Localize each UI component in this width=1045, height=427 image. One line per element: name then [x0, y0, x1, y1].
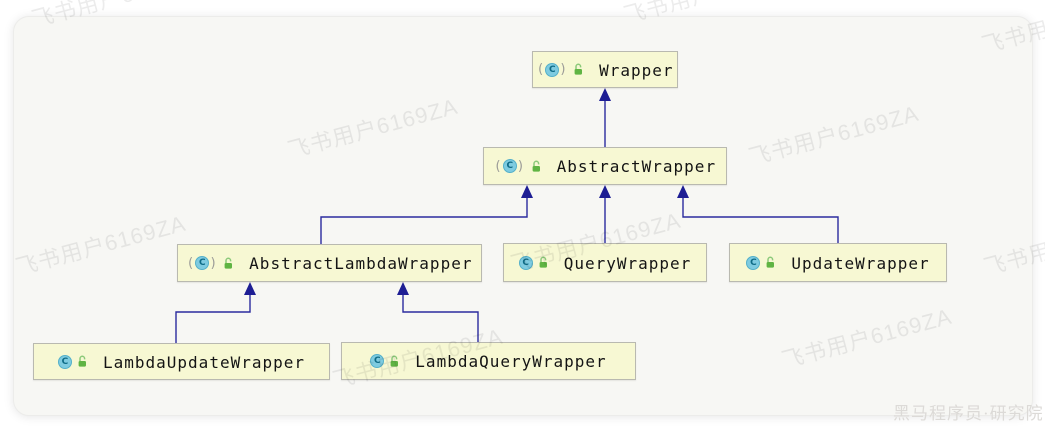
class-name: QueryWrapper [563, 253, 692, 273]
class-node-abstract-wrapper[interactable]: (C) AbstractWrapper [483, 147, 727, 185]
class-name: LambdaQueryWrapper [415, 352, 607, 371]
node-icons: C [518, 255, 550, 270]
lock-icon [530, 160, 543, 173]
lock-icon [537, 256, 550, 269]
node-icons: C [57, 354, 89, 369]
class-name: UpdateWrapper [791, 253, 930, 273]
class-node-lambda-update-wrapper[interactable]: C LambdaUpdateWrapper [33, 343, 330, 380]
node-icons: C [370, 354, 401, 368]
class-icon: C [746, 255, 761, 270]
class-icon: C [57, 354, 72, 369]
class-name: AbstractLambdaWrapper [249, 254, 473, 273]
lock-icon [764, 256, 777, 269]
class-node-lambda-query-wrapper[interactable]: C LambdaQueryWrapper [341, 342, 636, 380]
abstract-class-icon: (C) [536, 62, 569, 77]
node-icons: C [746, 255, 777, 270]
class-name: LambdaUpdateWrapper [102, 352, 306, 372]
node-icons: (C) [494, 159, 543, 173]
class-node-wrapper[interactable]: (C) Wrapper [532, 51, 678, 88]
class-name: AbstractWrapper [556, 157, 717, 176]
abstract-class-icon: (C) [186, 255, 219, 271]
lock-icon [388, 355, 401, 368]
lock-icon [222, 257, 235, 270]
node-icons: (C) [187, 256, 236, 270]
class-name: Wrapper [599, 60, 674, 80]
abstract-class-icon: (C) [493, 158, 526, 174]
class-node-update-wrapper[interactable]: C UpdateWrapper [729, 243, 947, 282]
node-icons: (C) [536, 62, 585, 77]
class-node-query-wrapper[interactable]: C QueryWrapper [503, 243, 707, 282]
class-icon: C [518, 255, 533, 270]
lock-icon [572, 63, 585, 76]
credit-text: 黑马程序员·研究院 [893, 404, 1044, 423]
class-icon: C [370, 354, 385, 368]
lock-icon [76, 355, 89, 368]
class-node-abstract-lambda-wrapper[interactable]: (C) AbstractLambdaWrapper [177, 244, 482, 282]
